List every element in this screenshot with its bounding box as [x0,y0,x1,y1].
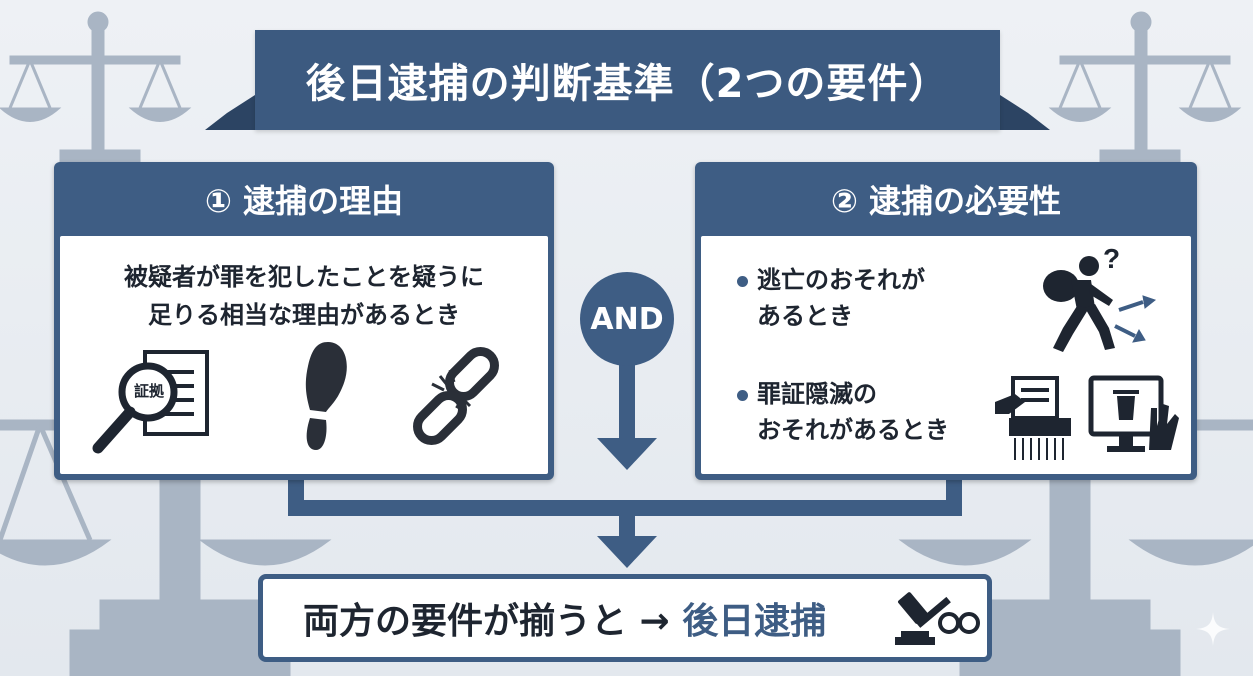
broken-chain-icon [413,347,499,445]
scale-right-icon [898,11,1253,676]
requirement-1-header: ① 逮捕の理由 [204,182,404,220]
and-connector: AND [580,272,674,366]
requirement-2-panel: ② 逮捕の必要性 逃亡のおそれが あるとき 罪証隠滅の おそれがあるとき ? [695,162,1197,480]
and-label: AND [590,301,664,337]
shredder-delete-icon [995,375,1179,460]
banner-tail-right [990,95,1050,130]
evidence-label: 証拠 [133,382,164,400]
evidence-magnifier-icon [92,350,209,454]
evidence-line1: 罪証隠滅の [757,380,877,408]
result-text: 両方の要件が揃うと → 後日逮捕 [303,592,826,644]
connector-lines [288,360,962,568]
sparkle-icon [1196,612,1230,646]
flight-line2: あるとき [757,302,853,330]
result-prefix: 両方の要件が揃うと → [303,601,670,642]
page-title-text: 後日逮捕の判断基準（2つの要件） [305,61,950,107]
banner-tail-left [205,95,265,130]
footprint-icon [305,342,347,450]
evidence-line2: おそれがあるとき [757,416,949,444]
requirement-1-description: 被疑者が罪を犯したことを疑うに 足りる相当な理由があるとき [60,258,548,334]
page-title: 後日逮捕の判断基準（2つの要件） [255,30,1000,130]
bullet-icon [737,390,748,401]
running-person-icon: ? [1043,244,1157,352]
result-highlight: 後日逮捕 [682,601,827,642]
bullet-icon [737,276,748,287]
requirement-1-panel: ① 逮捕の理由 被疑者が罪を犯したことを疑うに 足りる相当な理由があるとき 証拠 [54,162,554,480]
question-mark: ? [1103,244,1120,274]
flight-line1: 逃亡のおそれが [757,266,925,294]
requirement-1-line1: 被疑者が罪を犯したことを疑うに [124,263,484,291]
requirement-2-header: ② 逮捕の必要性 [830,182,1062,220]
requirement-2-item-flight: 逃亡のおそれが あるとき [737,262,925,334]
requirement-1-line2: 足りる相当な理由があるとき [148,301,460,329]
gavel-handcuffs-icon [895,592,980,645]
requirement-2-item-evidence: 罪証隠滅の おそれがあるとき [737,376,949,448]
result-box: 両方の要件が揃うと → 後日逮捕 [258,574,992,662]
requirement-2-body: 逃亡のおそれが あるとき 罪証隠滅の おそれがあるとき ? [701,236,1191,474]
requirement-1-body: 被疑者が罪を犯したことを疑うに 足りる相当な理由があるとき 証拠 [60,236,548,474]
